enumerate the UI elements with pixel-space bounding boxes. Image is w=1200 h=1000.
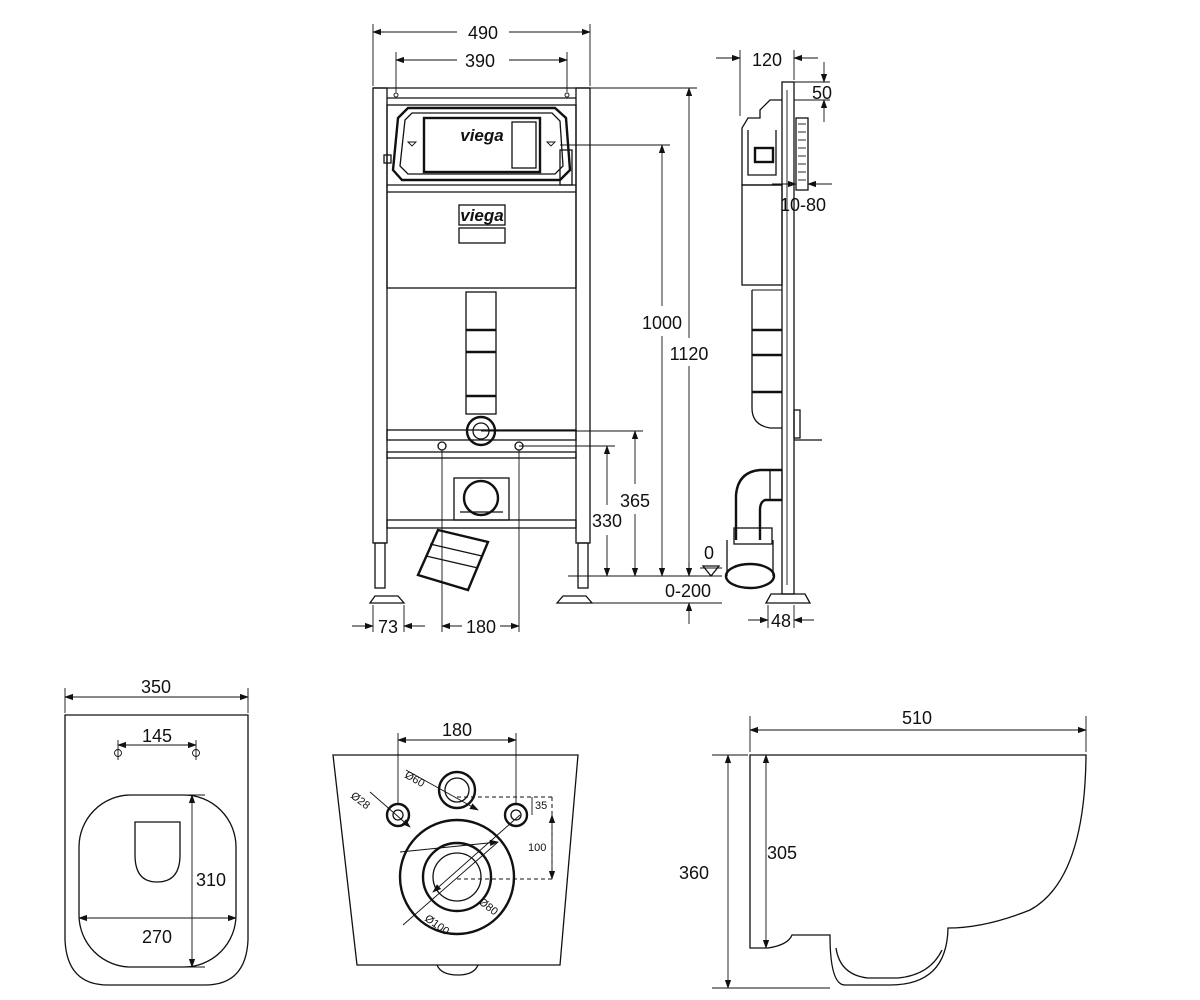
dim-label-80: Ø80: [476, 896, 500, 918]
dim-bowl-length-510: 510: [749, 708, 1087, 752]
dim-label-0-200: 0-200: [665, 581, 711, 601]
outlet-inner: [421, 841, 493, 913]
dim-height-1000: 1000: [560, 144, 682, 577]
bolt-hole-right-back: [503, 802, 529, 828]
dim-bowl-height-360: 360: [679, 754, 830, 989]
dim-foot-73: 73: [352, 605, 425, 637]
dim-label-145: 145: [142, 726, 172, 746]
dim-label-120: 120: [752, 50, 782, 70]
dim-label-1000: 1000: [642, 313, 682, 333]
bowl-top-outline: [64, 714, 249, 986]
brand-logo-panel: viega: [460, 126, 503, 145]
dim-label-330: 330: [592, 511, 622, 531]
dim-label-48: 48: [771, 611, 791, 631]
dim-inner-width-390: 390: [395, 51, 568, 92]
zero-level-marker: 0: [700, 543, 722, 578]
dim-label-100-outer: Ø100: [422, 913, 451, 938]
dim-adjust-range: 0-200: [665, 562, 711, 624]
dim-hole-28: Ø28: [348, 790, 411, 828]
dim-label-73: 73: [378, 617, 398, 637]
frame-front-outline: [368, 87, 594, 604]
dim-label-270: 270: [142, 927, 172, 947]
dim-bolt-180-back: 180: [397, 720, 517, 803]
bolt-hole-left-back: [385, 802, 411, 828]
frame-front-view: viega viega 490 390 1120: [352, 23, 722, 637]
dim-label-360: 360: [679, 863, 709, 883]
dim-seat-310: 310: [170, 794, 226, 968]
dim-bowl-height-305: 305: [762, 754, 797, 949]
dim-label-60: Ø60: [403, 769, 427, 790]
frame-side-view: 120 50 10-80 48: [716, 50, 832, 631]
dim-label-180-frame: 180: [466, 617, 496, 637]
bowl-side-outline: [749, 754, 1087, 986]
dim-label-180-back: 180: [442, 720, 472, 740]
dim-label-305: 305: [767, 843, 797, 863]
dim-label-510: 510: [902, 708, 932, 728]
dim-label-35: 35: [535, 800, 547, 812]
dim-offset-35: 35: [531, 797, 547, 815]
dim-label-28: Ø28: [348, 790, 372, 812]
brand-logo-body: viega: [460, 206, 503, 225]
dim-depth-120: 120: [716, 50, 818, 116]
dim-offset-100: 100: [528, 814, 556, 880]
dim-label-50: 50: [812, 83, 832, 103]
dim-wall-10-80: 10-80: [772, 180, 832, 215]
dim-foot-48: 48: [748, 605, 814, 631]
frame-side-outline: [724, 81, 822, 604]
dim-height-330: 330: [519, 445, 622, 577]
dim-label-390: 390: [465, 51, 495, 71]
dim-height-365: 365: [481, 430, 650, 577]
bowl-back-outline: [332, 754, 579, 966]
dim-label-350: 350: [141, 677, 171, 697]
bowl-top-opening: [78, 794, 237, 968]
bowl-top-flush-rim: [134, 821, 181, 883]
dim-bolt-180: 180: [441, 450, 520, 637]
water-inlet-hole: [437, 770, 477, 810]
brand-plate: [458, 204, 506, 226]
dim-label-1120: 1120: [670, 344, 709, 364]
dim-label-100: 100: [528, 842, 546, 854]
dim-bowl-width-350: 350: [64, 677, 249, 713]
dim-height-1120: 1120: [590, 87, 709, 577]
dim-label-310: 310: [196, 870, 226, 890]
bowl-back-view: 180 Ø28 Ø60 35 100 Ø80 Ø100: [332, 720, 579, 976]
dim-label-10-80: 10-80: [780, 195, 826, 215]
dim-label-365: 365: [620, 491, 650, 511]
dim-seat-270: 270: [78, 914, 237, 947]
zero-level-label: 0: [704, 543, 714, 563]
dim-top-50: 50: [794, 62, 832, 122]
dim-frame-width-490: 490: [372, 23, 591, 86]
outlet-outer: [398, 818, 516, 936]
bowl-top-view: 350 145 310 270: [64, 677, 249, 986]
bowl-side-view: 510 360 305: [679, 708, 1087, 989]
dim-label-490: 490: [468, 23, 498, 43]
dim-bolt-145: 145: [117, 726, 197, 760]
